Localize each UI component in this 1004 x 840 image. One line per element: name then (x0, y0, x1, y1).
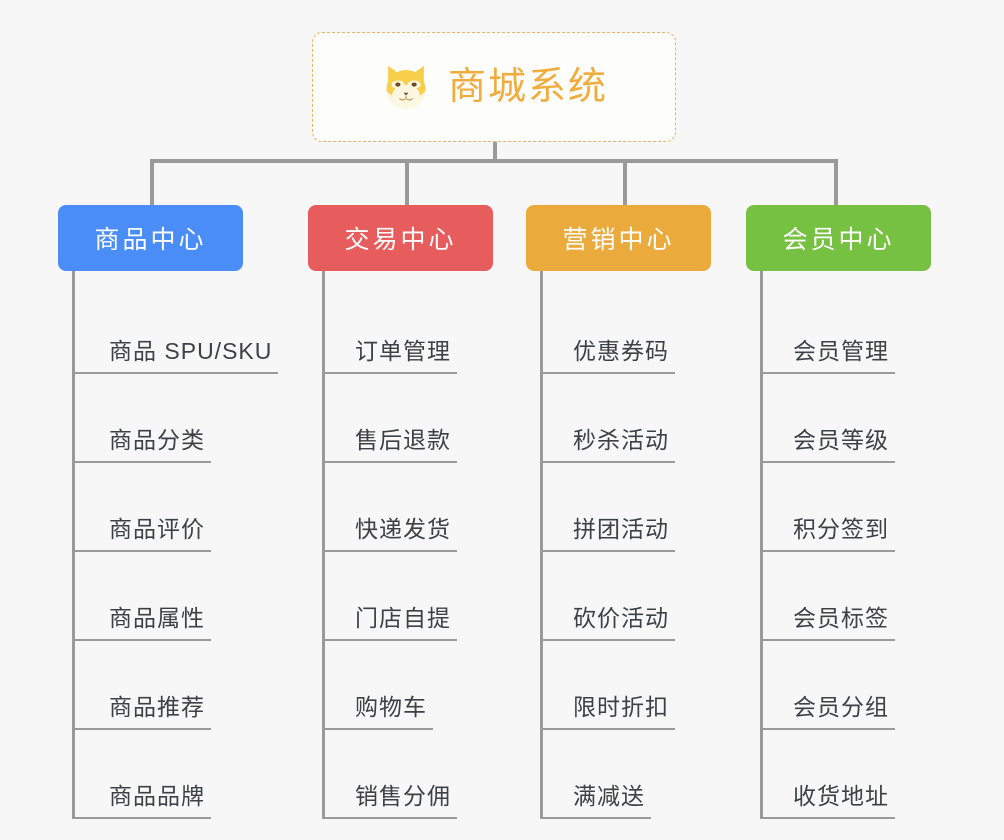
category-box-trade[interactable]: 交易中心 (308, 205, 493, 271)
item-label: 商品品牌 (75, 782, 211, 819)
list-item[interactable]: 会员分组 (763, 641, 954, 730)
connector-horizontal-bar (150, 159, 838, 163)
item-list-trade: 订单管理 售后退款 快递发货 门店自提 购物车 销售分佣 (322, 271, 516, 819)
list-item[interactable]: 限时折扣 (543, 641, 734, 730)
list-item[interactable]: 商品评价 (75, 463, 296, 552)
list-item[interactable]: 订单管理 (325, 285, 516, 374)
item-label: 商品分类 (75, 426, 211, 463)
item-label: 秒杀活动 (543, 426, 675, 463)
category-title-product: 商品中心 (94, 226, 207, 254)
item-label: 商品属性 (75, 604, 211, 641)
list-item[interactable]: 积分签到 (763, 463, 954, 552)
item-label: 拼团活动 (543, 515, 675, 552)
list-item[interactable]: 收货地址 (763, 730, 954, 819)
connector-drop-3 (623, 159, 627, 207)
item-label: 销售分佣 (325, 782, 457, 819)
branch-column-trade: 交易中心 订单管理 售后退款 快递发货 门店自提 购物车 销售分佣 (308, 205, 516, 819)
category-box-member[interactable]: 会员中心 (746, 205, 931, 271)
list-item[interactable]: 会员管理 (763, 285, 954, 374)
item-label: 满减送 (543, 782, 651, 819)
item-label: 会员等级 (763, 426, 895, 463)
list-item[interactable]: 商品推荐 (75, 641, 296, 730)
item-label: 商品 SPU/SKU (75, 337, 279, 374)
item-label: 订单管理 (325, 337, 457, 374)
item-label: 商品推荐 (75, 693, 211, 730)
list-item[interactable]: 会员等级 (763, 374, 954, 463)
item-label: 会员管理 (763, 337, 895, 374)
item-label: 门店自提 (325, 604, 457, 641)
connector-drop-4 (834, 159, 838, 207)
category-title-trade: 交易中心 (344, 226, 457, 254)
connector-drop-1 (150, 159, 154, 207)
item-label: 限时折扣 (543, 693, 675, 730)
item-list-marketing: 优惠券码 秒杀活动 拼团活动 砍价活动 限时折扣 满减送 (540, 271, 734, 819)
root-title: 商城系统 (447, 66, 608, 108)
category-box-product[interactable]: 商品中心 (58, 205, 243, 271)
item-label: 砍价活动 (543, 604, 675, 641)
category-box-marketing[interactable]: 营销中心 (526, 205, 711, 271)
item-list-product: 商品 SPU/SKU 商品分类 商品评价 商品属性 商品推荐 商品品牌 (72, 271, 296, 819)
item-label: 会员分组 (763, 693, 895, 730)
branch-column-product: 商品中心 商品 SPU/SKU 商品分类 商品评价 商品属性 商品推荐 商品品牌 (58, 205, 296, 819)
list-item[interactable]: 商品属性 (75, 552, 296, 641)
list-item[interactable]: 商品分类 (75, 374, 296, 463)
list-item[interactable]: 砍价活动 (543, 552, 734, 641)
item-label: 快递发货 (325, 515, 457, 552)
shiba-dog-icon (386, 65, 426, 109)
item-label: 收货地址 (763, 782, 895, 819)
root-node[interactable]: 商城系统 (312, 32, 676, 142)
list-item[interactable]: 商品 SPU/SKU (75, 285, 296, 374)
connector-drop-2 (405, 159, 409, 207)
list-item[interactable]: 会员标签 (763, 552, 954, 641)
list-item[interactable]: 秒杀活动 (543, 374, 734, 463)
list-item[interactable]: 购物车 (325, 641, 516, 730)
list-item[interactable]: 满减送 (543, 730, 734, 819)
item-label: 商品评价 (75, 515, 211, 552)
list-item[interactable]: 门店自提 (325, 552, 516, 641)
list-item[interactable]: 优惠券码 (543, 285, 734, 374)
list-item[interactable]: 快递发货 (325, 463, 516, 552)
list-item[interactable]: 拼团活动 (543, 463, 734, 552)
connector-root-stem (493, 142, 497, 162)
branch-column-member: 会员中心 会员管理 会员等级 积分签到 会员标签 会员分组 收货地址 (746, 205, 954, 819)
branch-column-marketing: 营销中心 优惠券码 秒杀活动 拼团活动 砍价活动 限时折扣 满减送 (526, 205, 734, 819)
item-label: 售后退款 (325, 426, 457, 463)
item-label: 购物车 (325, 693, 433, 730)
category-title-marketing: 营销中心 (562, 226, 675, 254)
list-item[interactable]: 售后退款 (325, 374, 516, 463)
list-item[interactable]: 销售分佣 (325, 730, 516, 819)
item-label: 会员标签 (763, 604, 895, 641)
list-item[interactable]: 商品品牌 (75, 730, 296, 819)
category-title-member: 会员中心 (782, 226, 895, 254)
item-list-member: 会员管理 会员等级 积分签到 会员标签 会员分组 收货地址 (760, 271, 954, 819)
item-label: 积分签到 (763, 515, 895, 552)
item-label: 优惠券码 (543, 337, 675, 374)
